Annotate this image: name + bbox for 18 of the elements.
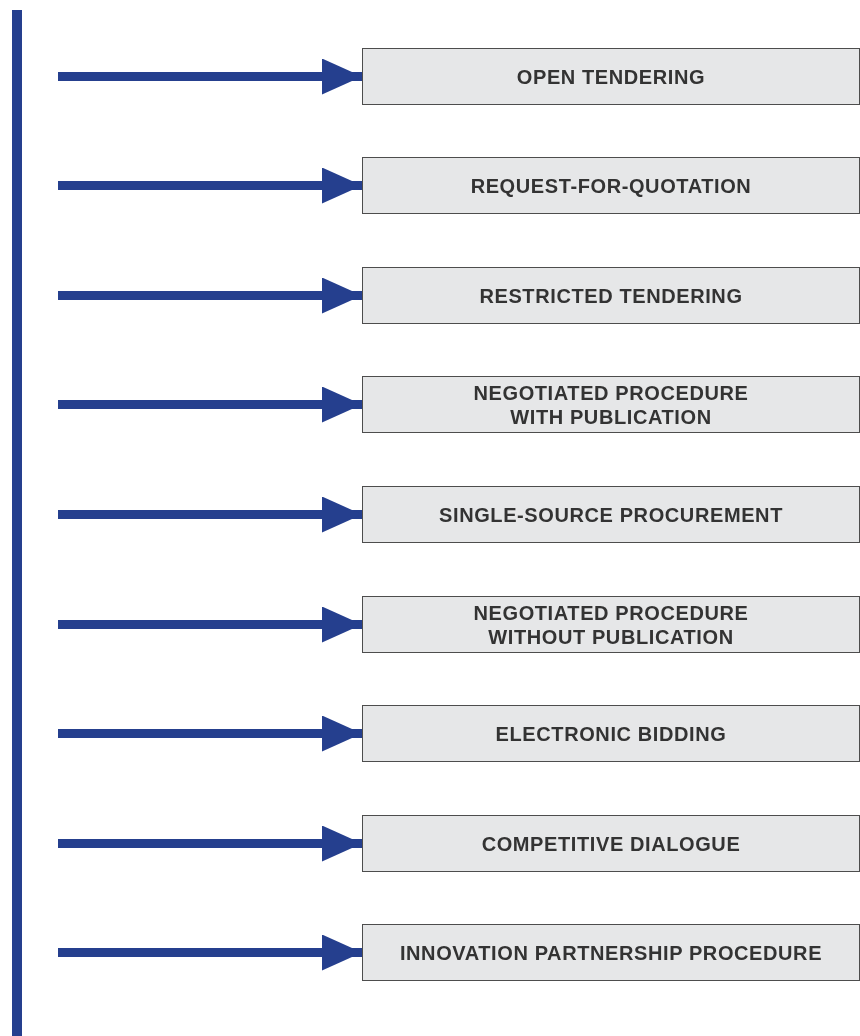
arrow (58, 167, 362, 204)
procedure-box: SINGLE-SOURCE PROCUREMENT (362, 486, 860, 543)
procedure-box: REQUEST-FOR-QUOTATION (362, 157, 860, 214)
arrow (58, 58, 362, 95)
arrow (58, 386, 362, 423)
arrow (58, 825, 362, 862)
procedure-box: OPEN TENDERING (362, 48, 860, 105)
arrow (58, 496, 362, 533)
procedure-box: INNOVATION PARTNERSHIP PROCEDURE (362, 924, 860, 981)
arrow (58, 277, 362, 314)
arrow (58, 934, 362, 971)
procedure-box: COMPETITIVE DIALOGUE (362, 815, 860, 872)
arrow (58, 606, 362, 643)
procedure-box: ELECTRONIC BIDDING (362, 705, 860, 762)
arrow (58, 715, 362, 752)
procedure-box: NEGOTIATED PROCEDURE WITHOUT PUBLICATION (362, 596, 860, 653)
procedure-box: NEGOTIATED PROCEDURE WITH PUBLICATION (362, 376, 860, 433)
procedure-box: RESTRICTED TENDERING (362, 267, 860, 324)
